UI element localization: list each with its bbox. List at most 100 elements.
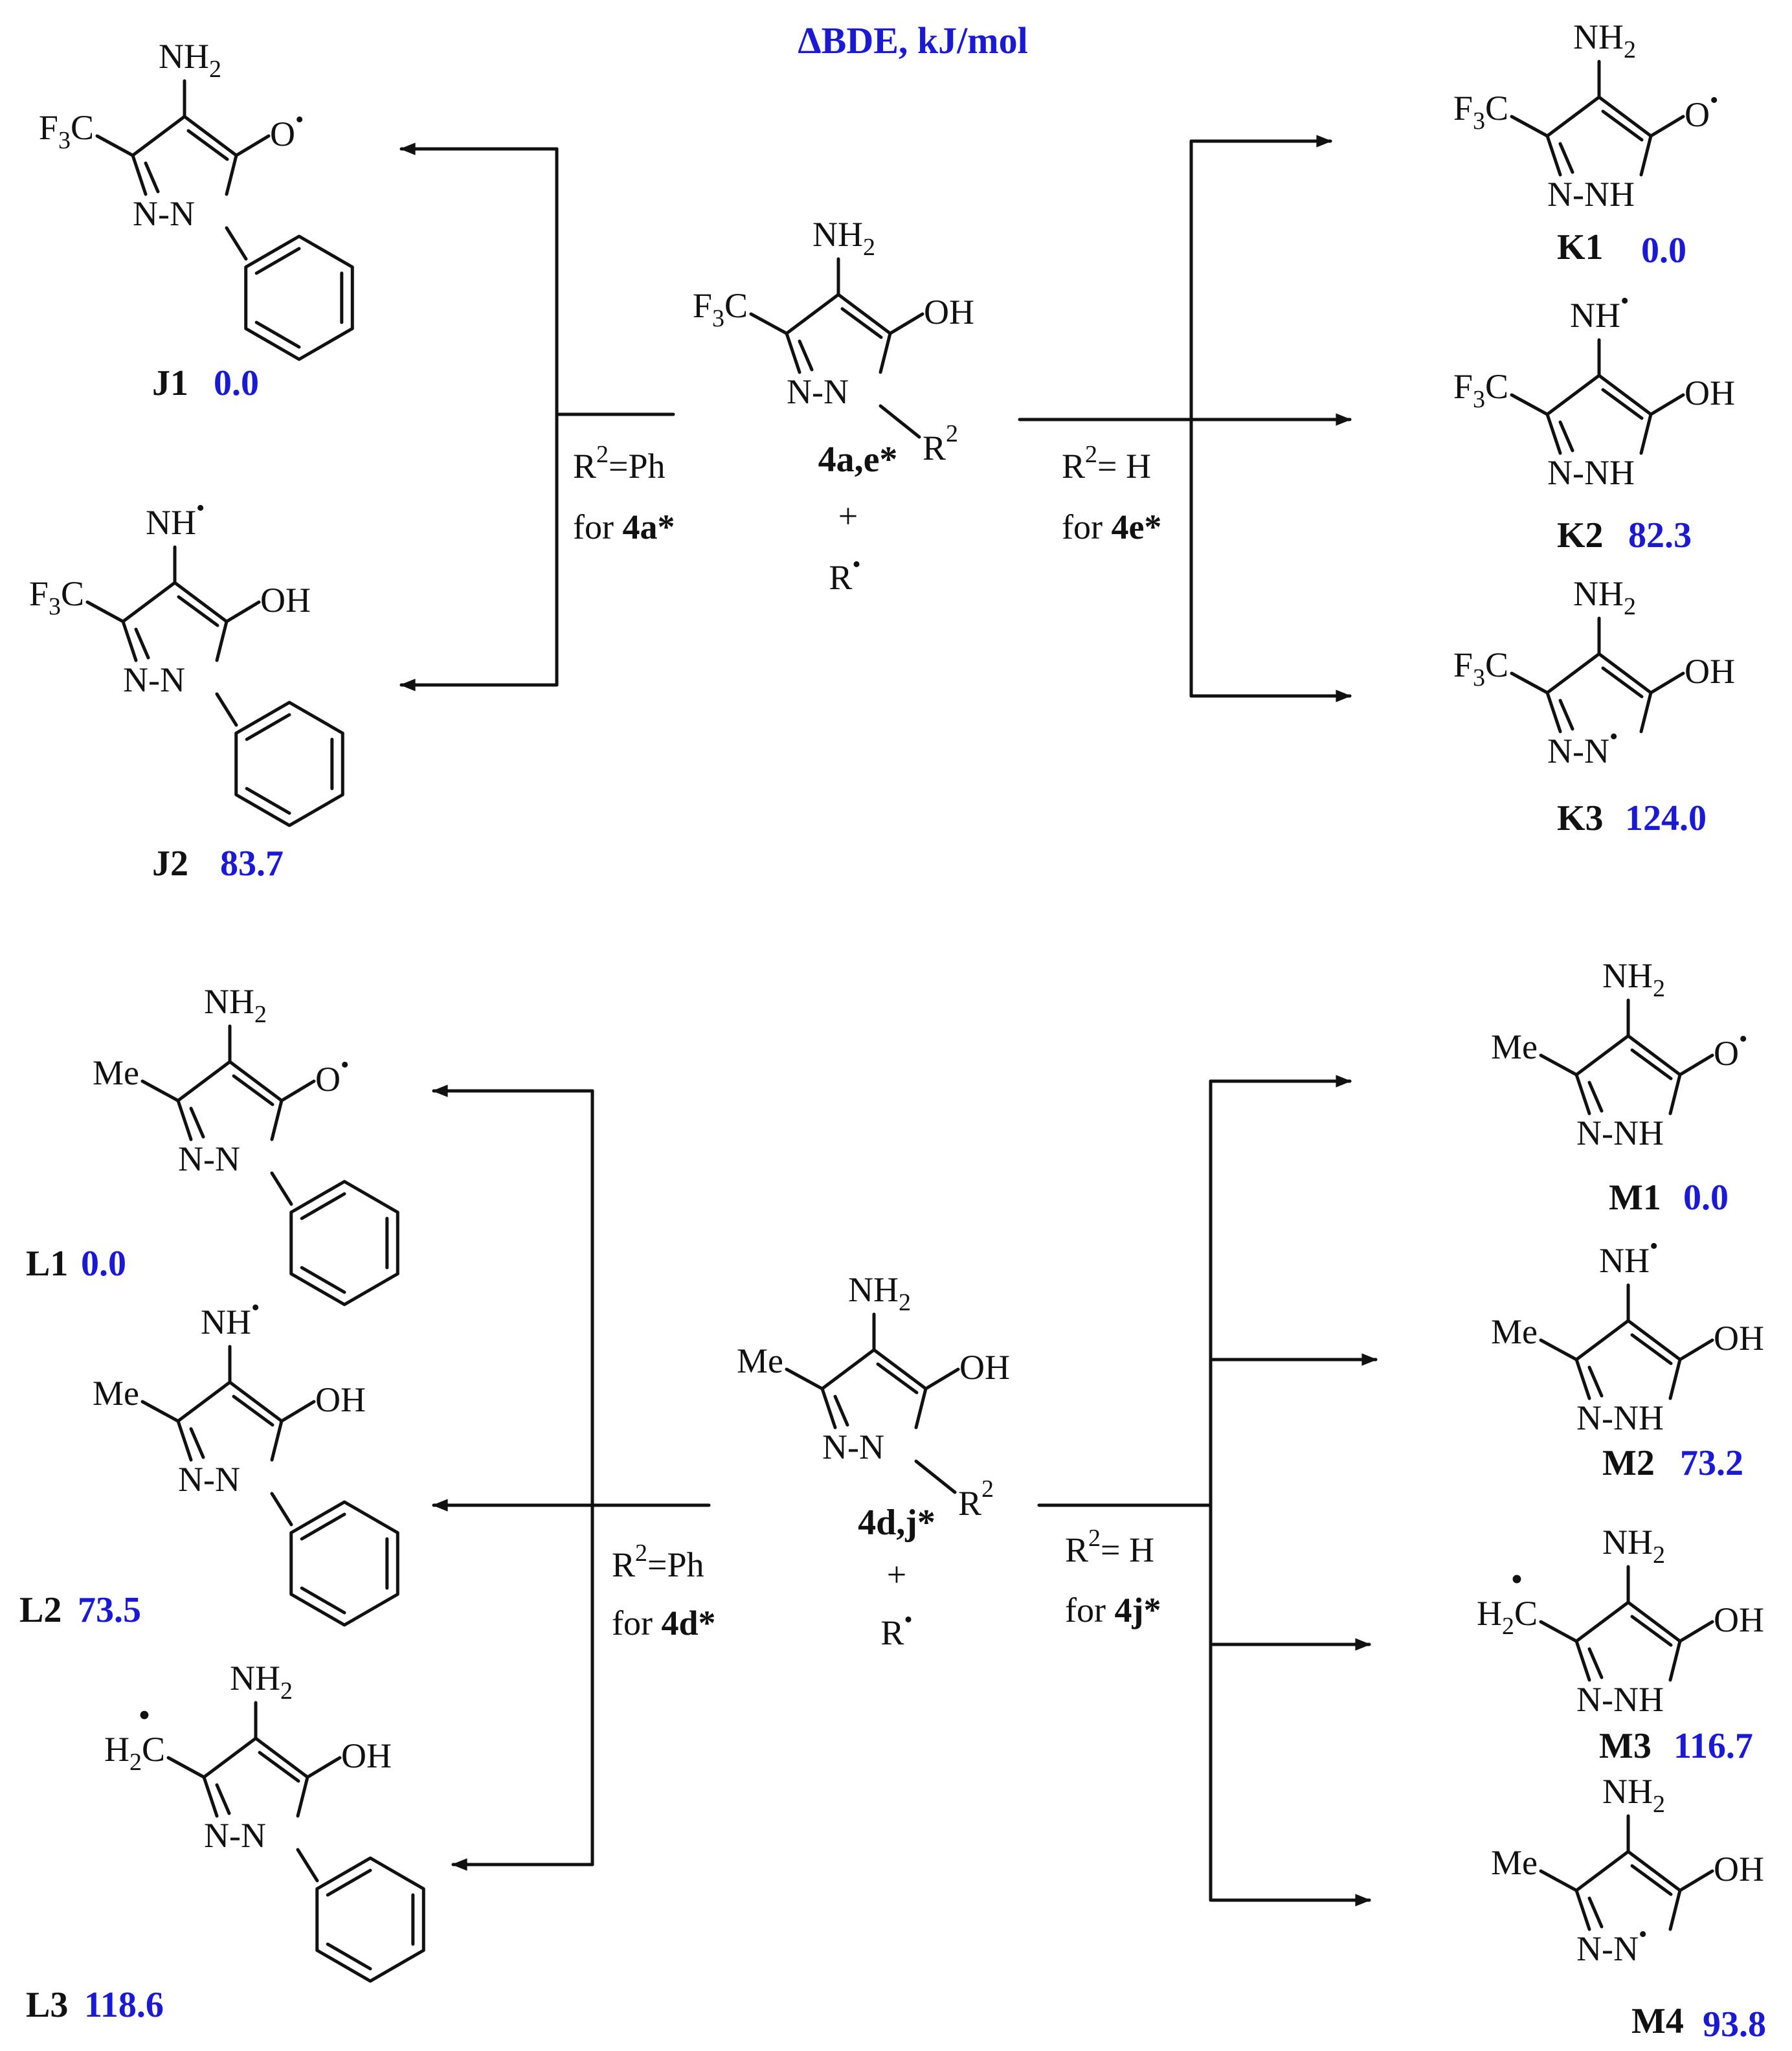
bond [924,1367,960,1391]
svg-text:R2= H: R2= H [1065,1525,1154,1569]
molecule-structures: NH2OHF3CN-NR2NH2O•F3CN-NNH•OHF3CN-NNH2O•… [29,17,1764,1983]
aminyl-radical: NH• [146,495,205,542]
condition-bottom-left: R2=Ph for 4d* [612,1540,716,1642]
bond [202,1736,258,1779]
bond [914,1387,928,1429]
bond [1574,1850,1630,1892]
bond [1626,1600,1682,1643]
double-bond [876,1362,919,1395]
bond [176,1060,232,1103]
label-J2: J2 [152,844,188,884]
bond [270,1171,293,1206]
double-bond [258,1751,300,1783]
value-J1: 0.0 [214,363,259,403]
bond [202,1775,219,1818]
label-M2: M2 [1602,1443,1655,1483]
label-K1: K1 [1557,227,1604,267]
bond [1545,412,1562,455]
value-K2: 82.3 [1628,515,1692,555]
bond [1639,134,1653,177]
radical-dot: • [139,1696,151,1734]
double-bond [1630,1615,1673,1647]
label-M4: M4 [1631,2001,1684,2041]
bond [166,1756,206,1779]
bond [1539,1869,1578,1892]
bond [1678,1053,1714,1077]
label-L1: L1 [26,1244,68,1284]
oxyl-radical: O• [270,106,304,153]
bond [1668,1888,1682,1931]
bond [785,331,801,374]
methylene-radical: H2C [104,1730,165,1776]
phenyl-ring [234,700,344,827]
bond [1678,1338,1714,1362]
bond [1574,1888,1591,1931]
bond [1626,1319,1682,1362]
amino-group: NH2 [1573,574,1636,620]
methyl-group: Me [737,1341,783,1380]
bond [173,581,229,623]
aromatic-double-bond [326,1942,372,1971]
double-bond [1558,420,1574,453]
double-bond [232,1395,274,1427]
condition-top-left: R2=Ph for 4a* [573,441,675,546]
bond [1545,95,1601,138]
hydroxy-group: OH [924,293,974,331]
product-labels: J1 0.0 J2 83.7 K1 0.0 K2 82.3 K3 124.0 L… [19,227,1766,2045]
double-bond [1587,1647,1604,1679]
bond [1574,1639,1591,1682]
bond [785,293,840,335]
hydroxy-group: OH [1714,1850,1764,1888]
aromatic-double-bond [300,1512,346,1541]
amino-group: NH2 [159,37,221,83]
aromatic-double-bond [300,1266,346,1294]
hydroxy-group: OH [959,1348,1010,1387]
double-bond [189,1427,205,1459]
top-right-arrows [1018,135,1352,702]
ring-nitrogens: N-N [133,194,195,233]
svg-text:for 4a*: for 4a* [573,508,675,546]
bond [872,1348,928,1391]
bond [1626,1850,1682,1892]
bond [1539,1620,1578,1643]
bond [749,312,789,335]
bond [131,153,148,196]
bond [234,134,271,157]
bond [1649,671,1685,695]
phenyl-ring [289,1180,399,1306]
bond [228,1060,284,1103]
bond [140,1079,180,1103]
double-bond [1630,1864,1673,1896]
methyl-group: Me [1491,1027,1538,1066]
bond [1539,1338,1578,1362]
bond [140,1400,180,1423]
bond [270,1099,284,1141]
bond [296,1775,309,1818]
bond [1510,393,1549,416]
bond [1668,1358,1682,1400]
bottom-right-arrows [1037,1075,1378,1907]
value-L1: 0.0 [81,1244,126,1284]
svg-text:R•: R• [829,551,860,597]
svg-text:for 4j*: for 4j* [1065,1591,1161,1630]
value-L3: 118.6 [84,1985,164,2025]
svg-text:R2=Ph: R2=Ph [573,441,666,486]
value-M3: 116.7 [1674,1726,1753,1766]
aromatic-double-bond [326,1868,372,1897]
double-bond [1587,1896,1604,1929]
ring-nitrogens: N-N [178,1139,240,1178]
label-M3: M3 [1599,1726,1652,1766]
methyl-group: Me [1491,1312,1538,1351]
bond [1574,1034,1630,1077]
aromatic-double-bond [245,787,291,815]
amino-group: NH2 [1573,17,1636,63]
bond [280,1400,316,1423]
double-bond [215,1783,231,1815]
